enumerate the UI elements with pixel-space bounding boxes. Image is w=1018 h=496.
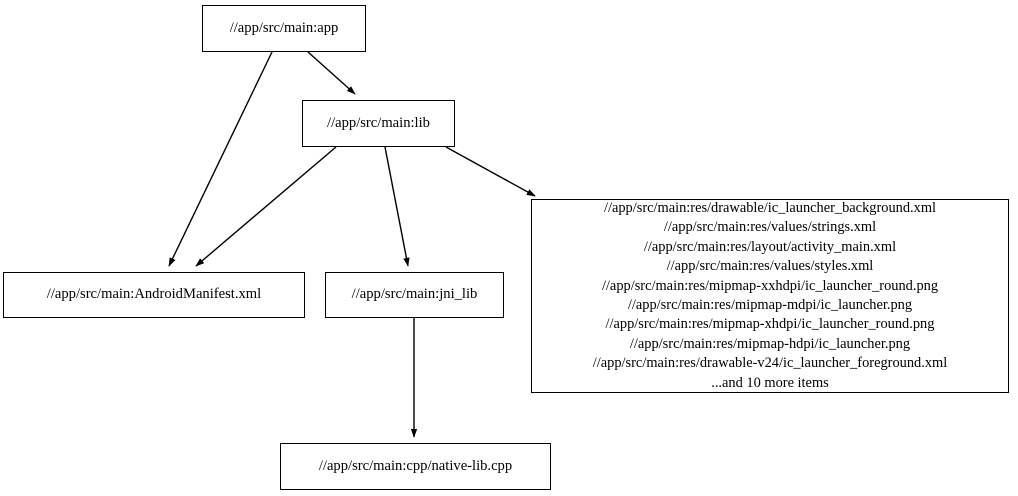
graph-node-jni-lib-label: //app/src/main:jni_lib	[351, 286, 478, 303]
graph-node-jni-lib[interactable]: //app/src/main:jni_lib	[325, 272, 504, 318]
graph-node-lib-label: //app/src/main:lib	[327, 114, 430, 131]
graph-node-native-lib-cpp[interactable]: //app/src/main:cpp/native-lib.cpp	[280, 443, 551, 490]
graph-node-app[interactable]: //app/src/main:app	[202, 5, 366, 52]
graph-node-android-manifest[interactable]: //app/src/main:AndroidManifest.xml	[3, 272, 305, 318]
graph-node-resources[interactable]: //app/src/main:res/drawable/ic_launcher_…	[531, 199, 1009, 393]
edge-app-to-lib	[307, 51, 356, 95]
graph-node-native-lib-cpp-label: //app/src/main:cpp/native-lib.cpp	[318, 457, 513, 474]
edge-lib-to-resources	[445, 146, 536, 197]
graph-node-resources-label: //app/src/main:res/drawable/ic_launcher_…	[592, 199, 948, 391]
edge-app-to-manifest	[168, 51, 273, 267]
edge-lib-to-jni-lib	[384, 146, 410, 267]
graph-node-app-label: //app/src/main:app	[229, 19, 339, 36]
edge-lib-to-manifest	[195, 146, 337, 267]
graph-node-android-manifest-label: //app/src/main:AndroidManifest.xml	[46, 286, 262, 303]
graph-node-lib[interactable]: //app/src/main:lib	[302, 100, 455, 147]
